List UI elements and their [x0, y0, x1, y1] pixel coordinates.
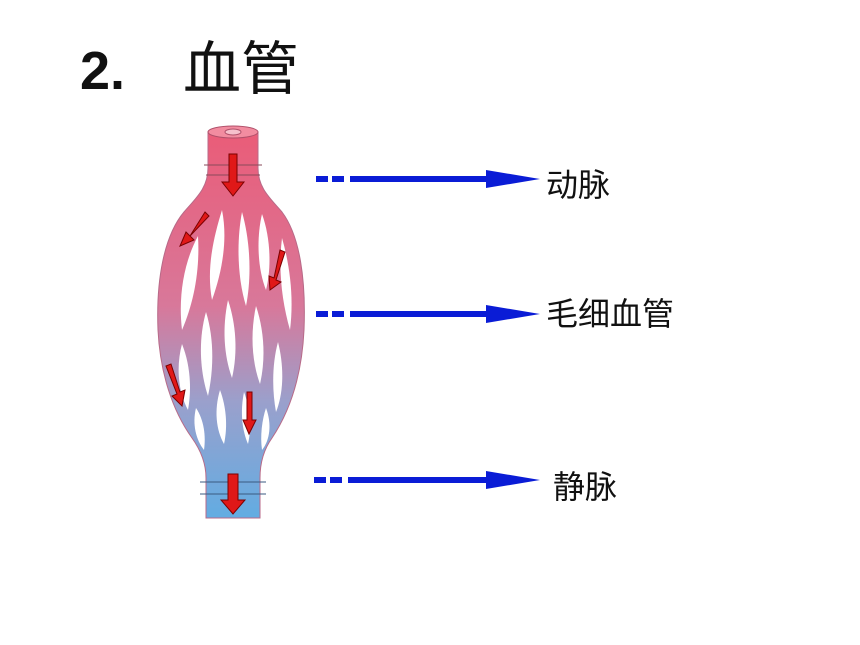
- label-artery: 动脉: [546, 166, 611, 204]
- label-capillary: 毛细血管: [546, 295, 675, 333]
- title-number: 2.: [80, 41, 126, 101]
- flow-arrow-right-lower: [242, 391, 257, 436]
- title-text: 血管: [183, 35, 300, 103]
- pointer-arrow-vein: [314, 471, 540, 489]
- pointer-arrow-capillary: [316, 305, 540, 323]
- flow-arrow-left-lower: [165, 363, 186, 408]
- slide-title: 2. 血管: [80, 22, 299, 106]
- flow-arrow-left-upper: [179, 211, 210, 247]
- flow-arrows: [165, 153, 286, 515]
- capillary-network: [178, 210, 292, 450]
- flow-arrow-bottom: [219, 473, 247, 515]
- pointer-arrow-artery: [316, 170, 540, 188]
- label-vein: 静脉: [553, 468, 618, 506]
- flow-arrow-top: [220, 153, 246, 197]
- flow-arrow-right-upper: [268, 249, 286, 291]
